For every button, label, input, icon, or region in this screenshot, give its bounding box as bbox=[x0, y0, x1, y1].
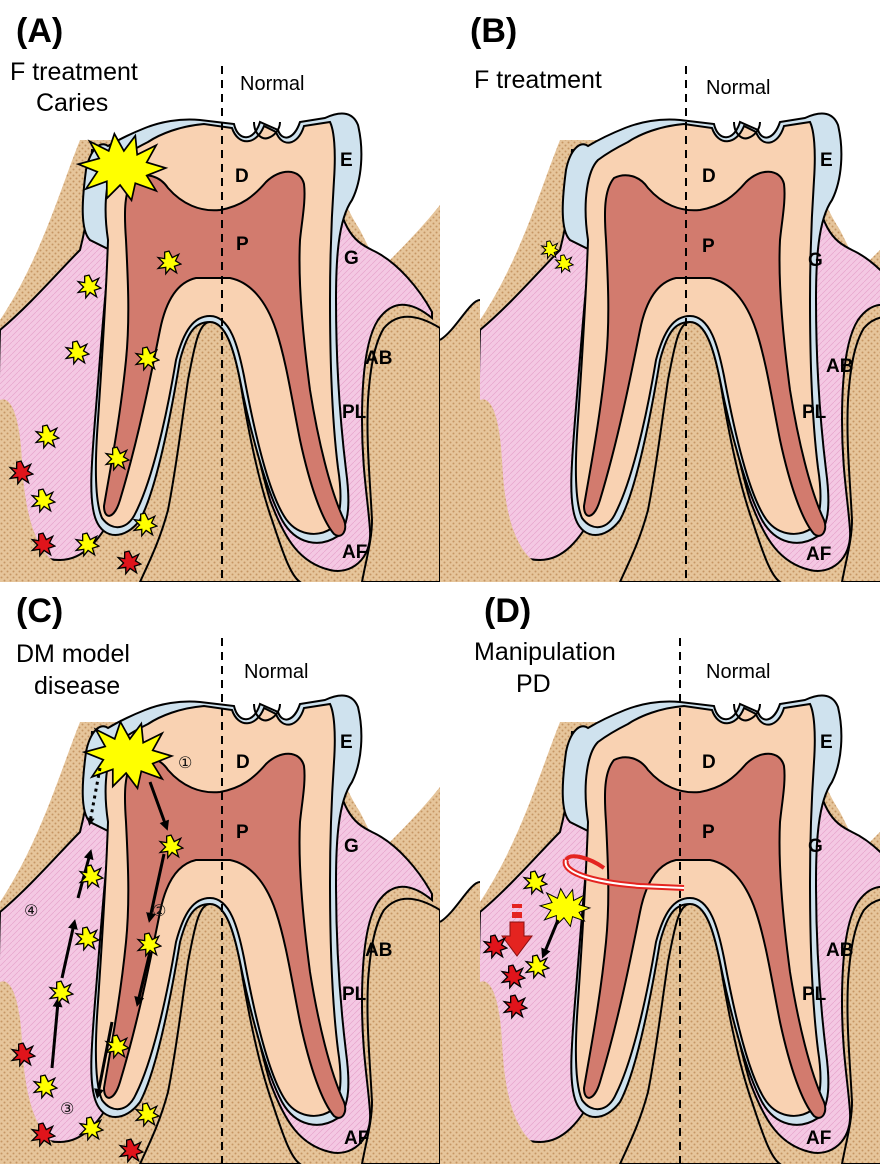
panel-label: (B) bbox=[470, 12, 517, 50]
normal-label: Normal bbox=[240, 73, 304, 95]
step-3-label: ③ bbox=[60, 1099, 74, 1118]
label-enamel: E bbox=[820, 732, 833, 753]
panel-text-line-1: F treatment bbox=[474, 66, 602, 94]
label-periodontal-ligament: PL bbox=[342, 984, 367, 1005]
label-dentin: D bbox=[702, 166, 716, 187]
label-enamel: E bbox=[340, 732, 353, 753]
label-periodontal-ligament: PL bbox=[802, 984, 827, 1005]
panel-text-line-2: Caries bbox=[36, 89, 108, 117]
label-apical-foramen: AF bbox=[806, 544, 831, 565]
label-alveolar-bone: AB bbox=[365, 348, 392, 369]
label-gingiva: G bbox=[344, 836, 359, 857]
label-periodontal-ligament: PL bbox=[802, 402, 827, 423]
label-alveolar-bone: AB bbox=[365, 940, 392, 961]
panel-d: (D) Manipulation PD Normal E D P G AB PL… bbox=[440, 582, 880, 1164]
panel-label: (C) bbox=[16, 592, 63, 630]
normal-label: Normal bbox=[706, 661, 770, 683]
label-dentin: D bbox=[236, 752, 250, 773]
label-dentin: D bbox=[702, 752, 716, 773]
normal-label: Normal bbox=[706, 77, 770, 99]
label-enamel: E bbox=[820, 150, 833, 171]
panel-text-line-1: DM model bbox=[16, 640, 130, 668]
label-pulp: P bbox=[702, 822, 715, 843]
label-pulp: P bbox=[236, 822, 249, 843]
step-2-label: ② bbox=[152, 901, 166, 920]
panel-text-line-1: F treatment bbox=[10, 58, 138, 86]
label-pulp: P bbox=[702, 236, 715, 257]
label-dentin: D bbox=[235, 166, 249, 187]
label-periodontal-ligament: PL bbox=[342, 402, 367, 423]
step-1-label: ① bbox=[178, 753, 192, 772]
normal-label: Normal bbox=[244, 661, 308, 683]
step-4-label: ④ bbox=[24, 901, 38, 920]
panel-c: (C) DM model disease Normal E D P G AB P… bbox=[0, 582, 440, 1164]
label-gingiva: G bbox=[808, 836, 823, 857]
label-gingiva: G bbox=[344, 248, 359, 269]
panel-a: (A) F treatment Caries Normal E D P G AB… bbox=[0, 0, 440, 582]
panel-text-line-1: Manipulation bbox=[474, 638, 616, 666]
label-enamel: E bbox=[340, 150, 353, 171]
label-alveolar-bone: AB bbox=[826, 356, 853, 377]
panel-label: (A) bbox=[16, 12, 63, 50]
label-gingiva: G bbox=[808, 250, 823, 271]
panel-text-line-2: disease bbox=[34, 672, 120, 700]
panel-text-line-2: PD bbox=[516, 670, 551, 698]
label-apical-foramen: AF bbox=[806, 1128, 831, 1149]
label-pulp: P bbox=[236, 234, 249, 255]
label-alveolar-bone: AB bbox=[826, 940, 853, 961]
label-apical-foramen: AF bbox=[342, 542, 367, 563]
label-apical-foramen: AF bbox=[344, 1128, 369, 1149]
panel-b: (B) F treatment Normal E D P G AB PL AF bbox=[440, 0, 880, 582]
panel-label: (D) bbox=[484, 592, 531, 630]
